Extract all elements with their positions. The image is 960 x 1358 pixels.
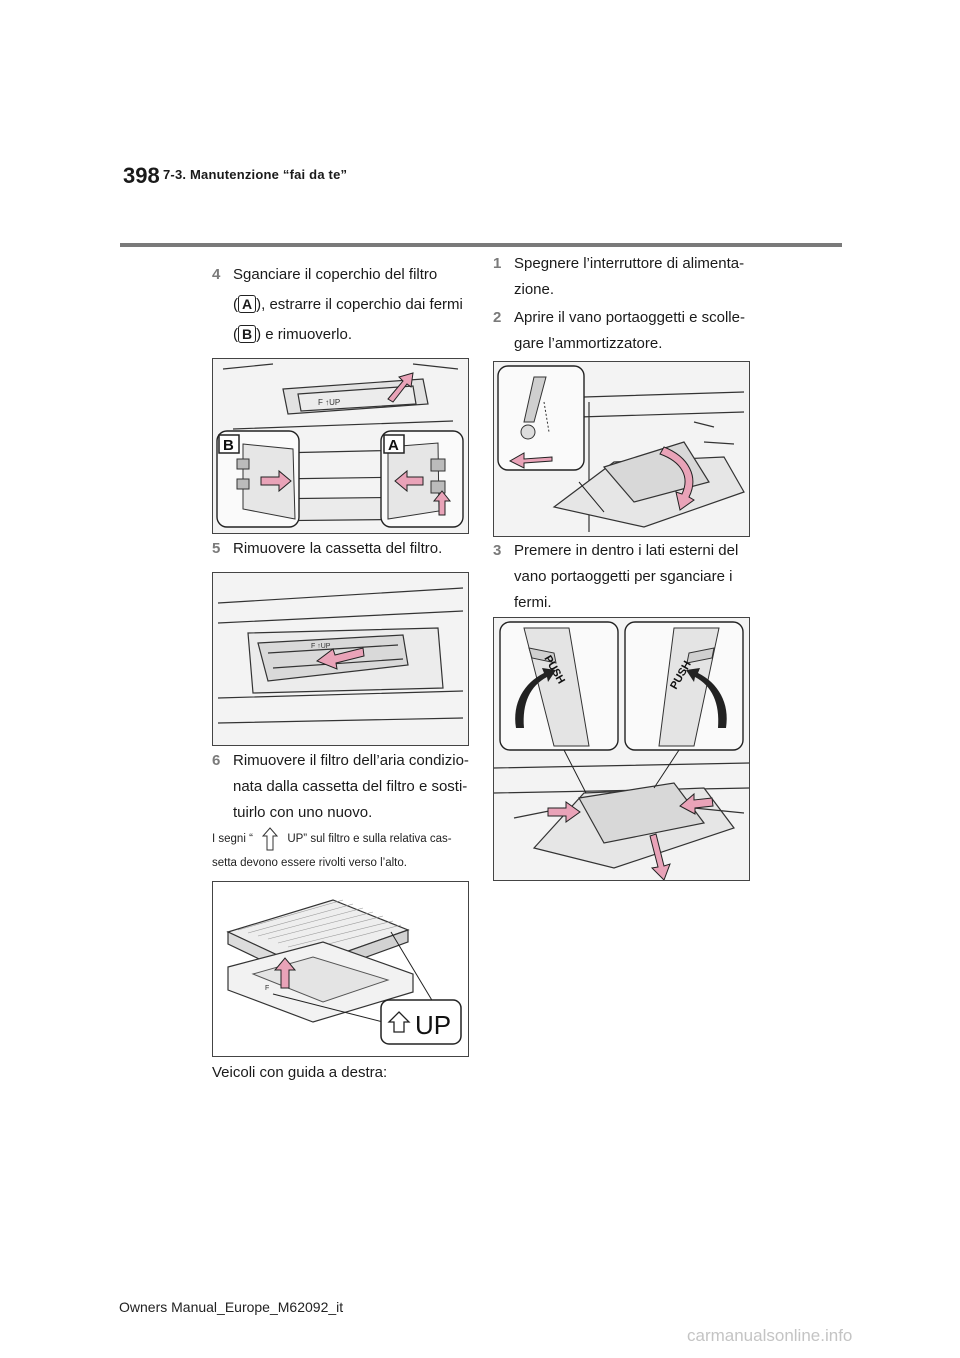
cover-text: F ↑UP: [318, 398, 340, 407]
footer-text: Owners Manual_Europe_M62092_it: [119, 1299, 344, 1315]
header-rule: [120, 243, 842, 247]
step-text-line: tuirlo con uno nuovo.: [233, 804, 373, 821]
step-text-line: Aprire il vano portaoggetti e scolle-: [514, 309, 745, 326]
step-2: 2 Aprire il vano portaoggetti e scolle- …: [493, 307, 753, 363]
cover-text: F ↑UP: [311, 643, 331, 650]
figure-new-filter: F UP: [212, 881, 469, 1057]
mini-label: F: [265, 985, 269, 992]
figure-filter-cover: F ↑UP B A: [212, 358, 469, 534]
figure-filter-cover-illustration: F ↑UP B A: [213, 359, 468, 533]
step-text-line: Rimuovere il filtro dell’aria condizio-: [233, 752, 469, 769]
step-text-line: (A), estrarre il coperchio dai fermi: [233, 295, 463, 313]
note: I segni “ UP” sul filtro e sulla relativ…: [212, 824, 472, 874]
up-label: UP: [415, 1010, 451, 1040]
watermark: carmanualsonline.info: [687, 1326, 853, 1345]
step-number: 6: [212, 752, 221, 769]
up-arrow-icon: [262, 827, 279, 851]
step-text-line: Premere in dentro i lati esterni del: [514, 542, 739, 559]
step-number: 4: [212, 266, 221, 283]
figure-new-filter-illustration: F UP: [213, 882, 468, 1056]
step-text-line: nata dalla cassetta del filtro e sosti-: [233, 778, 468, 795]
step-text-line: (B) e rimuoverlo.: [233, 325, 352, 343]
note-line: I segni “ UP” sul filtro e sulla relativ…: [212, 824, 472, 854]
label-a-box: A: [238, 295, 257, 313]
step-5: 5 Rimuovere la cassetta del filtro.: [212, 538, 472, 562]
figure-filter-cassette-illustration: F ↑UP: [213, 573, 468, 745]
label-b: B: [223, 437, 234, 454]
step-text-line: zione.: [514, 281, 555, 298]
step-text-line: Spegnere l’interruttore di alimenta-: [514, 255, 745, 272]
step-number: 2: [493, 309, 502, 326]
note-line: setta devono essere rivolti verso l’alto…: [212, 857, 407, 869]
figure-glove-box-damper-illustration: [494, 362, 749, 536]
step-number: 5: [212, 540, 221, 557]
step-number: 1: [493, 255, 502, 272]
figure-glove-box-damper: [493, 361, 750, 537]
step-1: 1 Spegnere l’interruttore di alimenta- z…: [493, 253, 753, 309]
rhd-label: Veicoli con guida a destra:: [212, 1064, 388, 1081]
section-title: 7-3. Manutenzione “fai da te”: [163, 167, 348, 182]
figure-glove-box-push: PUSH PUSH: [493, 617, 750, 881]
step-6: 6 Rimuovere il filtro dell’aria condizio…: [212, 750, 472, 840]
step-number: 3: [493, 542, 502, 559]
label-a: A: [388, 437, 399, 454]
figure-glove-box-push-illustration: PUSH PUSH: [494, 618, 749, 880]
step-text-line: Sganciare il coperchio del filtro: [233, 266, 438, 283]
page-number: 398: [123, 163, 160, 188]
step-text-line: Rimuovere la cassetta del filtro.: [233, 540, 443, 557]
step-3: 3 Premere in dentro i lati esterni del v…: [493, 540, 753, 620]
step-text-line: fermi.: [514, 594, 552, 611]
step-4: 4 Sganciare il coperchio del filtro (A),…: [212, 264, 472, 354]
step-text-line: vano portaoggetti per sganciare i: [514, 568, 733, 585]
step-text-line: gare l’ammortizzatore.: [514, 335, 663, 352]
label-b-box: B: [238, 325, 257, 343]
figure-filter-cassette: F ↑UP: [212, 572, 469, 746]
